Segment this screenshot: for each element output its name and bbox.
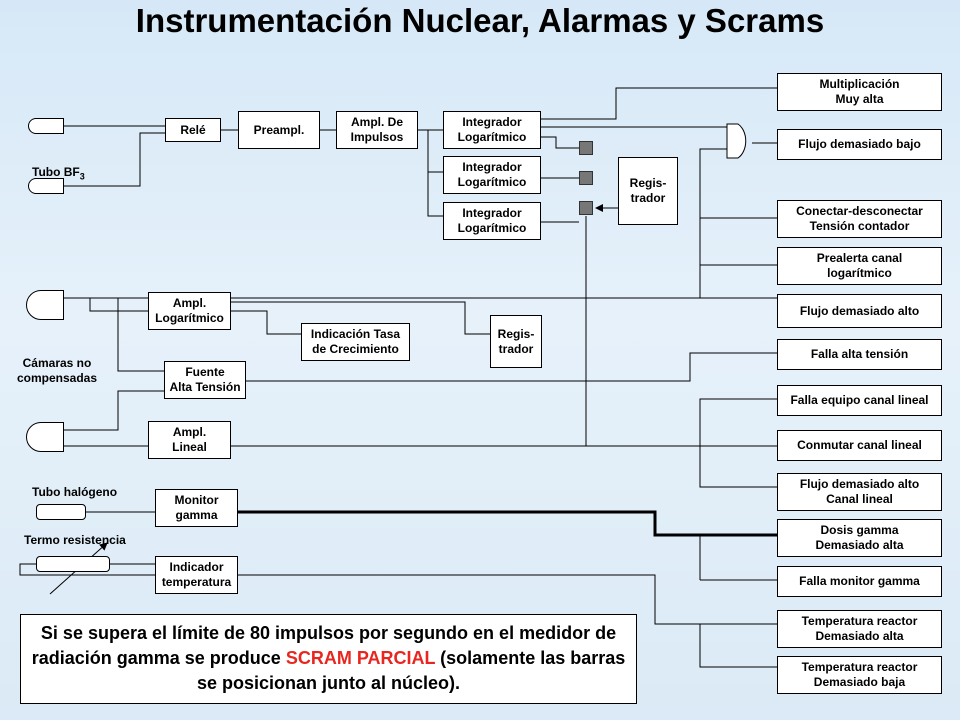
wire-fuente-falla-alta bbox=[246, 352, 777, 382]
alarm-prealerta: Prealerta canal logarítmico bbox=[777, 247, 942, 285]
switch-square-2 bbox=[579, 171, 593, 185]
alarm-falla-alta-tension: Falla alta tensión bbox=[777, 339, 942, 370]
page-title: Instrumentación Nuclear, Alarmas y Scram… bbox=[135, 2, 825, 39]
halogen-tube bbox=[36, 504, 86, 520]
thermo-element bbox=[36, 556, 110, 572]
chamber-bottom bbox=[26, 422, 64, 452]
note-text-1: Si se supera el límite de 80 impulsos po… bbox=[31, 623, 617, 668]
alarm-multiplicacion: Multiplicación Muy alta bbox=[777, 73, 942, 111]
rele-block: Relé bbox=[165, 118, 221, 142]
ampl-log-block: Ampl. Logarítmico bbox=[148, 292, 231, 330]
chamber-top bbox=[26, 290, 64, 320]
and-gate bbox=[726, 123, 747, 159]
indicacion-tasa-block: Indicación Tasa de Crecimiento bbox=[301, 323, 410, 361]
chambers-label: Cámaras no compensadas bbox=[16, 356, 98, 385]
wire-and-gate-in2 bbox=[699, 148, 727, 298]
alarm-falla-equipo-lineal: Falla equipo canal lineal bbox=[777, 385, 942, 416]
thermo-label: Termo resistencia bbox=[24, 533, 126, 547]
wire-bf3-bottom bbox=[62, 132, 165, 187]
integrador-2-block: Integrador Logarítmico bbox=[443, 156, 541, 194]
alarm-temp-baja: Temperatura reactor Demasiado baja bbox=[777, 656, 942, 694]
ampl-impulsos-block: Ampl. De Impulsos bbox=[336, 111, 418, 149]
indicador-temp-block: Indicador temperatura bbox=[155, 556, 238, 594]
wire-temp-alarms bbox=[238, 574, 777, 625]
wire-chamber-fuente bbox=[117, 298, 164, 372]
wire-gamma-dosis bbox=[238, 510, 777, 537]
bf3-tube-bottom bbox=[28, 178, 64, 194]
alarm-flujo-alto-lineal: Flujo demasiado alto Canal lineal bbox=[777, 473, 942, 511]
integrador-1-block: Integrador Logarítmico bbox=[443, 111, 541, 149]
preampl-block: Preampl. bbox=[238, 111, 320, 149]
bf3-label: Tubo BF3 bbox=[32, 165, 85, 182]
alarm-dosis-gamma: Dosis gamma Demasiado alta bbox=[777, 519, 942, 557]
monitor-gamma-block: Monitor gamma bbox=[155, 489, 238, 527]
wire-thermo-indicador bbox=[19, 563, 155, 576]
wire-temp-baja bbox=[699, 624, 777, 668]
fuente-block: Fuente Alta Tensión bbox=[164, 361, 246, 399]
registrador-1-block: Regis- trador bbox=[618, 157, 678, 225]
wire-integ-bus bbox=[427, 130, 443, 217]
note-text-2: (solamente las barras se posicionan junt… bbox=[196, 648, 626, 693]
ampl-lineal-block: Ampl. Lineal bbox=[148, 421, 231, 459]
bf3-tube-top bbox=[28, 118, 64, 134]
wire-lineal-bus bbox=[699, 398, 777, 488]
wire-integ1-sq1 bbox=[541, 136, 579, 149]
alarm-conmutar-lineal: Conmutar canal lineal bbox=[777, 430, 942, 461]
registrador-2-block: Regis- trador bbox=[490, 315, 542, 368]
wire-fuente-chamber2 bbox=[64, 390, 164, 431]
wire-ampllog-reg2 bbox=[231, 301, 490, 335]
switch-square-3 bbox=[579, 201, 593, 215]
wire-multiplicacion bbox=[541, 87, 777, 120]
integrador-3-block: Integrador Logarítmico bbox=[443, 202, 541, 240]
alarm-flujo-bajo: Flujo demasiado bajo bbox=[777, 129, 942, 160]
wire-chamber1-ampllog bbox=[89, 298, 148, 312]
alarm-temp-alta: Temperatura reactor Demasiado alta bbox=[777, 610, 942, 648]
switch-square-1 bbox=[579, 141, 593, 155]
halogen-label: Tubo halógeno bbox=[32, 485, 118, 499]
alarm-flujo-alto: Flujo demasiado alto bbox=[777, 294, 942, 328]
note-highlight: SCRAM PARCIAL bbox=[285, 648, 436, 668]
wire-ampllog-tasa bbox=[231, 310, 301, 335]
alarm-falla-monitor-gamma: Falla monitor gamma bbox=[777, 566, 942, 597]
scram-note: Si se supera el límite de 80 impulsos po… bbox=[20, 614, 637, 704]
alarm-conectar: Conectar-desconectar Tensión contador bbox=[777, 200, 942, 238]
